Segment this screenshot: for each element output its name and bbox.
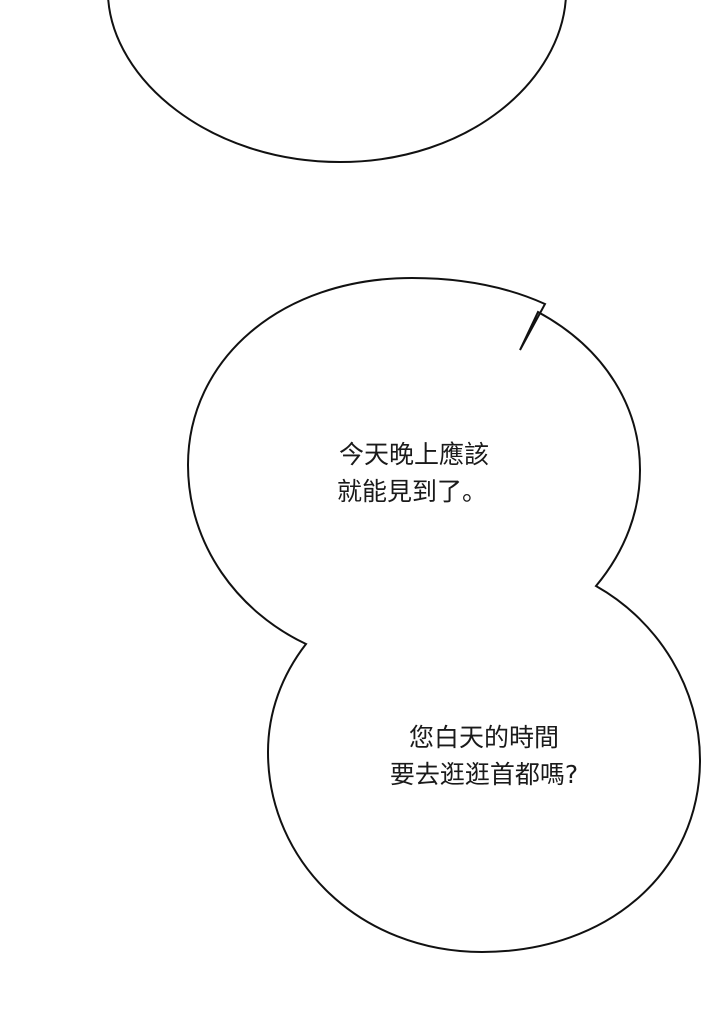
bubble-one-line-1: 今天晚上應該: [339, 440, 489, 469]
speech-bubble-top: [107, 0, 567, 164]
bubble-two-line-2: 要去逛逛首都嗎?: [390, 760, 578, 789]
bubble-one-line-2: 就能見到了。: [337, 477, 487, 506]
speech-bubble-double: [186, 276, 702, 954]
bubble-two-line-1: 您白天的時間: [409, 723, 559, 752]
